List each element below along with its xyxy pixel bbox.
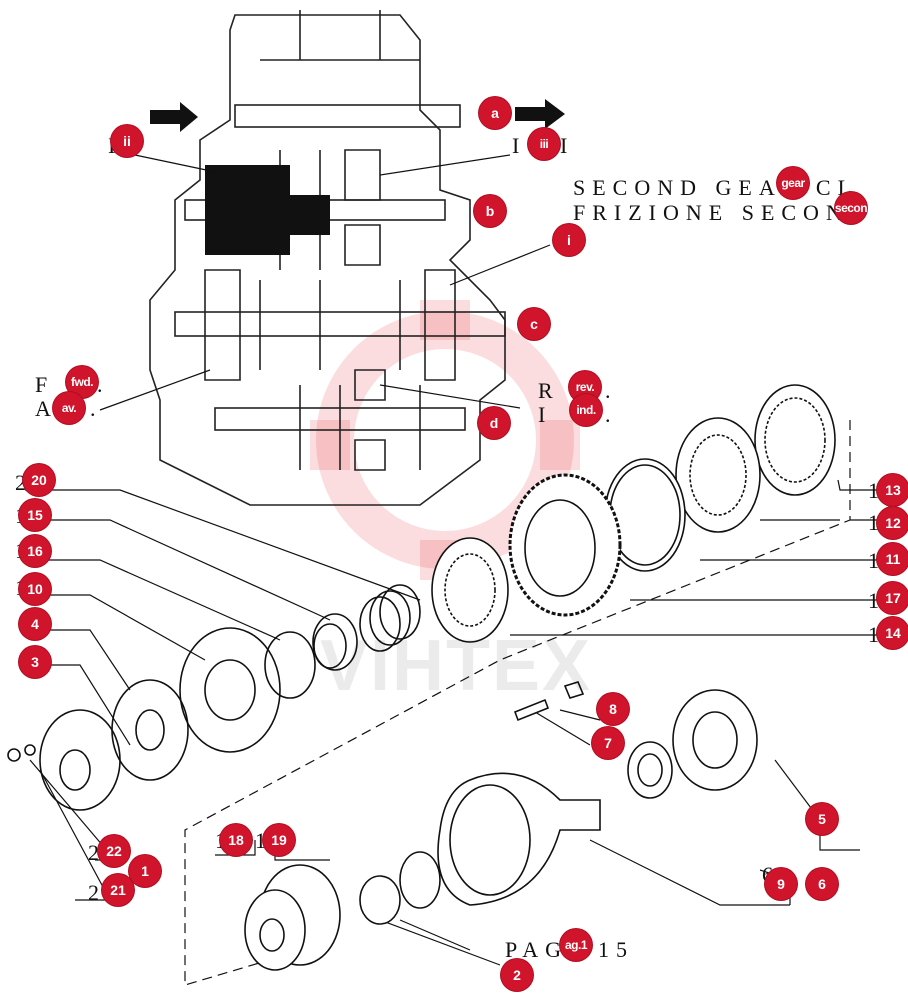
callout-3[interactable]: 3 [19, 646, 51, 678]
rev-suffix-label: . [605, 378, 618, 403]
callout-8[interactable]: 8 [597, 693, 629, 725]
callout-secon[interactable]: secon [835, 192, 868, 224]
callout-5[interactable]: 5 [806, 803, 838, 835]
callout-20[interactable]: 20 [23, 464, 55, 496]
callout-15[interactable]: 15 [19, 499, 51, 531]
n14-prefix-label: 1 [868, 622, 886, 648]
callout-d[interactable]: d [478, 407, 510, 439]
pag-prefix-label: PAG [505, 937, 568, 962]
flow-arrow-out [515, 99, 565, 129]
av-prefix-label: A [35, 396, 58, 421]
callout-iii[interactable]: iii [528, 128, 560, 160]
callout-13[interactable]: 13 [877, 474, 908, 506]
callout-av[interactable]: av. [53, 392, 85, 424]
n22-prefix-label: 2 [88, 840, 106, 865]
rev-prefix-label: R [538, 378, 560, 403]
callout-21[interactable]: 21 [102, 874, 134, 906]
callout-2[interactable]: 2 [501, 959, 533, 991]
fwd-prefix-label: F [35, 372, 55, 397]
callout-ii[interactable]: ii [111, 125, 143, 157]
n13-prefix-label: 1 [868, 478, 886, 504]
callout-18[interactable]: 18 [220, 824, 252, 856]
fwd-suffix-label: . [97, 372, 110, 397]
clutch-discs [431, 384, 836, 643]
iii-prefix-label: I [512, 133, 527, 158]
callout-a[interactable]: a [479, 97, 511, 129]
n20-prefix-label: 2 [15, 470, 33, 496]
ind-suffix-label: . [605, 402, 618, 427]
spring-and-rings [7, 584, 421, 811]
callout-22[interactable]: 22 [98, 835, 130, 867]
av-suffix-label: . [90, 396, 103, 421]
callout-17[interactable]: 17 [877, 582, 908, 614]
gearbox-housing [149, 10, 506, 506]
callout-gear[interactable]: gear [777, 167, 809, 199]
n21-prefix-label: 2 [88, 880, 106, 905]
n11-prefix-label: 1 [868, 548, 886, 574]
callout-19[interactable]: 19 [263, 824, 295, 856]
watermark-text: VIHTEX [320, 626, 593, 706]
flow-arrow-in [150, 102, 198, 132]
callout-c[interactable]: c [518, 308, 550, 340]
callout-fwd[interactable]: fwd. [66, 366, 98, 398]
callout-16[interactable]: 16 [19, 535, 51, 567]
callout-11[interactable]: 11 [877, 543, 908, 575]
callout-ind[interactable]: ind. [570, 394, 602, 426]
black-gear-cluster [205, 165, 330, 255]
n12-prefix-label: 1 [868, 510, 886, 536]
frizione-label: FRIZIONE SECON [573, 200, 849, 225]
callout-4[interactable]: 4 [19, 608, 51, 640]
callout-7[interactable]: 7 [592, 727, 624, 759]
n19-prefix-label: 1 [255, 828, 273, 854]
callout-pag[interactable]: ag.1 [560, 929, 592, 961]
second-gear-label: SECOND GEAR CL [573, 175, 859, 200]
ind-prefix-label: I [538, 402, 553, 427]
lower-assembly [244, 681, 758, 971]
callout-14[interactable]: 14 [877, 617, 908, 649]
callout-1[interactable]: 1 [129, 855, 161, 887]
n17-prefix-label: 1 [868, 588, 886, 614]
callout-6[interactable]: 6 [806, 868, 838, 900]
callout-12[interactable]: 12 [877, 507, 908, 539]
iii-suffix-label: I [560, 133, 575, 158]
pag-suffix-label: 15 [598, 937, 634, 962]
callout-i[interactable]: i [553, 224, 585, 256]
callout-10[interactable]: 10 [19, 573, 51, 605]
callout-b[interactable]: b [474, 195, 506, 227]
callout-9[interactable]: 9 [765, 868, 797, 900]
dashed-boundary [184, 420, 851, 986]
